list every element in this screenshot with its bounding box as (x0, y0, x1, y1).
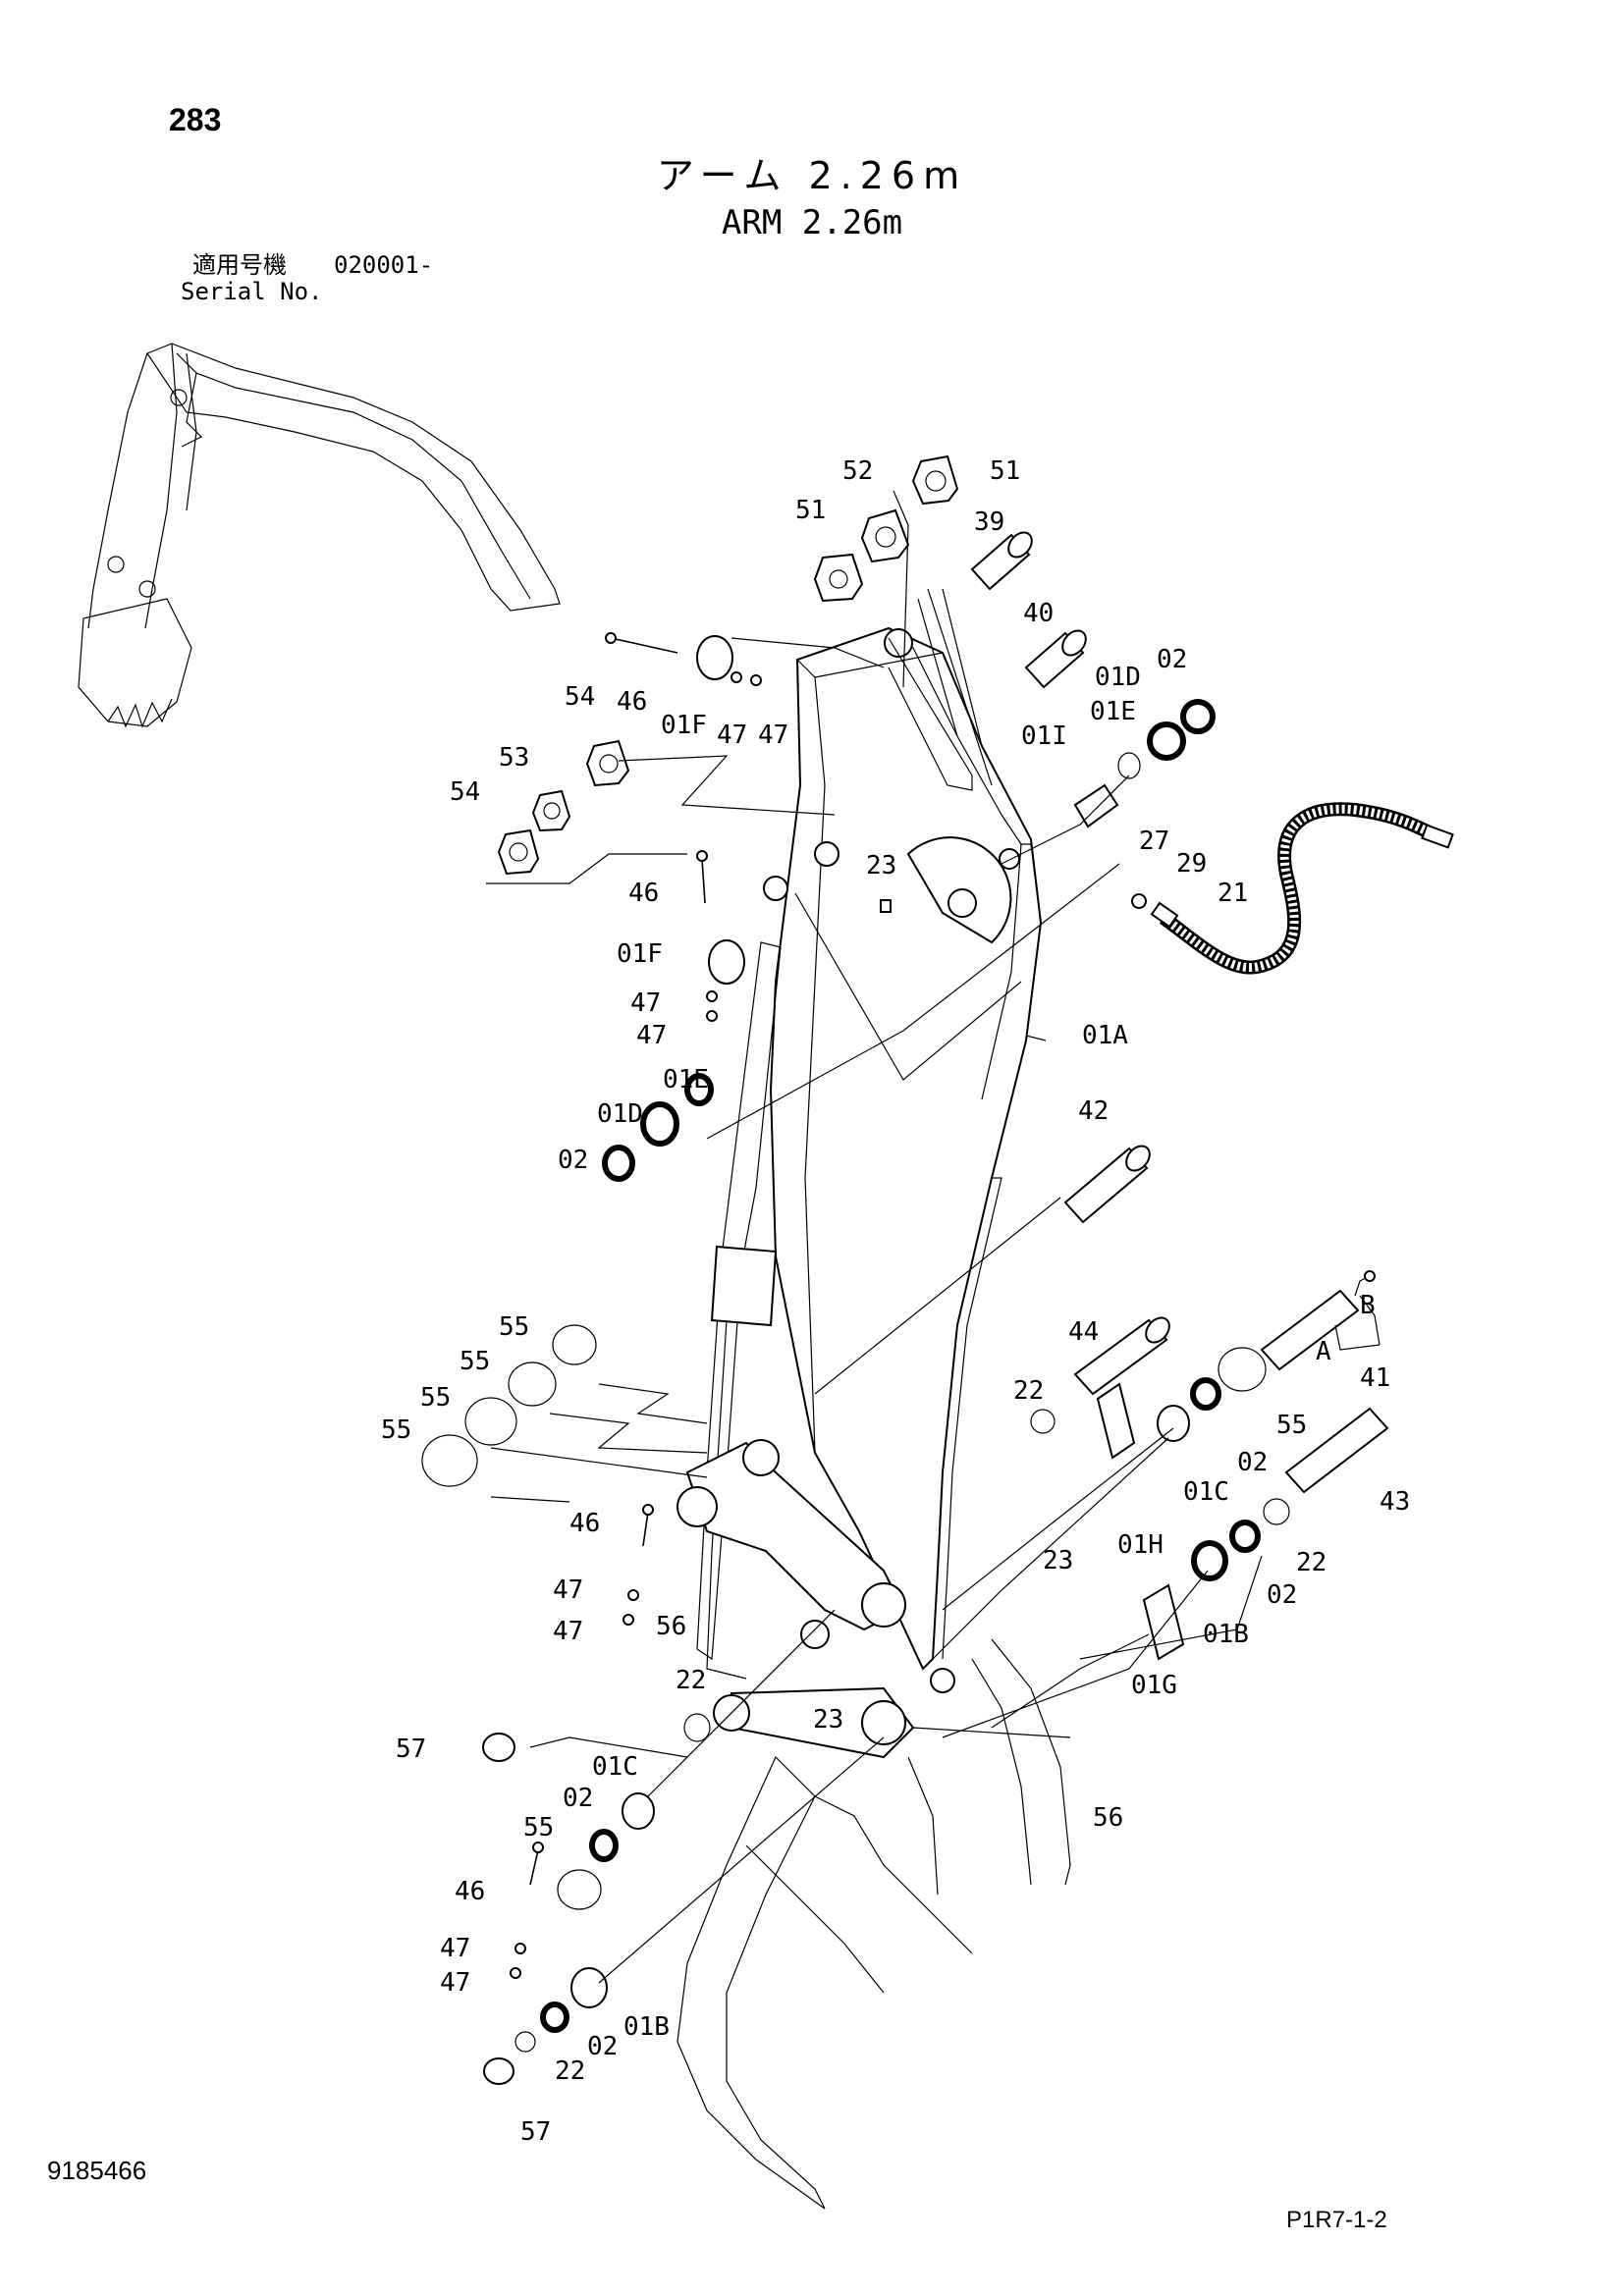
part-label: 22 (1296, 1548, 1326, 1577)
part-label: 46 (617, 687, 647, 717)
part-label: 01H (1117, 1530, 1164, 1560)
part-label: 43 (1380, 1487, 1410, 1517)
shims (497, 454, 959, 876)
part-label: 40 (1023, 599, 1054, 628)
serial-label-japanese: 適用号機 (192, 251, 287, 279)
part-label: 47 (630, 988, 661, 1018)
part-label: 44 (1068, 1317, 1099, 1347)
part-label: 27 (1139, 827, 1169, 856)
part-label: 29 (1176, 849, 1207, 879)
part-label: 01F (661, 711, 707, 740)
part-label: 47 (758, 721, 788, 750)
part-label: 51 (990, 456, 1020, 486)
part-label: 02 (1237, 1448, 1268, 1477)
part-label: 56 (656, 1612, 686, 1641)
part-label: 23 (813, 1705, 843, 1735)
part-label: 54 (565, 682, 595, 712)
part-label: 47 (553, 1575, 583, 1605)
part-label: 41 (1360, 1363, 1390, 1393)
part-label: 47 (553, 1617, 583, 1646)
part-label: 21 (1218, 879, 1248, 908)
part-label: 01F (617, 939, 663, 969)
part-label: 02 (1267, 1580, 1297, 1610)
part-label: 01G (1131, 1671, 1177, 1700)
part-label: 01E (663, 1065, 709, 1095)
serial-range: 020001- (334, 251, 434, 279)
part-label: 02 (558, 1146, 588, 1175)
part-label: 42 (1078, 1096, 1109, 1126)
document-number: 9185466 (47, 2156, 147, 2185)
part-label: 55 (523, 1813, 554, 1842)
part-label: 47 (440, 1934, 470, 1963)
arm-body (763, 588, 1043, 1671)
part-label: 46 (628, 879, 659, 908)
part-label: 55 (1276, 1411, 1307, 1440)
part-label: 01D (1095, 663, 1141, 692)
part-label: 22 (1013, 1376, 1044, 1406)
part-label: 23 (866, 851, 896, 881)
part-label: 22 (676, 1666, 706, 1695)
part-label: 57 (520, 2117, 551, 2147)
part-labels: 52 51 51 39 40 46 01F 47 47 01D 02 01E 0… (381, 456, 1410, 2147)
arm-cylinder (696, 941, 782, 1680)
part-label: 52 (842, 456, 873, 486)
part-label: 56 (1093, 1803, 1123, 1833)
part-label: 47 (717, 721, 747, 750)
part-label: A (1316, 1337, 1331, 1366)
hose-assembly (1131, 802, 1454, 975)
part-label: 01I (1021, 721, 1067, 751)
part-label: 55 (420, 1383, 451, 1413)
part-label: 57 (396, 1735, 426, 1764)
part-label: 02 (563, 1784, 593, 1813)
part-label: 01B (1203, 1620, 1249, 1649)
part-label: 01B (623, 2012, 670, 2042)
part-label: 01D (597, 1099, 643, 1129)
part-label: 47 (636, 1021, 667, 1050)
part-label: 02 (587, 2032, 618, 2061)
page-number: 283 (169, 102, 222, 137)
part-label: 55 (381, 1415, 411, 1445)
part-label: 53 (499, 743, 529, 773)
part-label: 02 (1157, 645, 1187, 674)
part-label: 55 (499, 1312, 529, 1342)
part-label: 01A (1082, 1021, 1128, 1050)
part-label: B (1360, 1291, 1376, 1320)
part-label: 54 (450, 777, 480, 807)
part-label: 01E (1090, 697, 1136, 726)
part-label: 01C (592, 1752, 638, 1782)
part-label: 01C (1183, 1477, 1229, 1507)
pins (970, 531, 1389, 1661)
page-reference: P1R7-1-2 (1286, 2207, 1387, 2233)
bucket-linkage (677, 1439, 1071, 2210)
title-english: ARM 2.26m (721, 203, 903, 242)
part-label: 55 (460, 1347, 490, 1376)
serial-label-english: Serial No. (181, 278, 323, 305)
part-label: 51 (795, 496, 826, 525)
part-label: 22 (555, 2056, 585, 2086)
excavator-inset-illustration (78, 343, 561, 728)
part-label: 46 (455, 1877, 485, 1906)
part-label: 23 (1043, 1546, 1073, 1575)
part-label: 46 (569, 1509, 600, 1538)
bushings-and-rings (421, 635, 1290, 2085)
part-label: 39 (974, 507, 1004, 537)
part-label: 47 (440, 1968, 470, 1998)
leader-lines (486, 490, 1380, 1984)
title-japanese: アーム 2.26m (656, 154, 968, 197)
bolts-and-nuts (510, 632, 892, 1979)
